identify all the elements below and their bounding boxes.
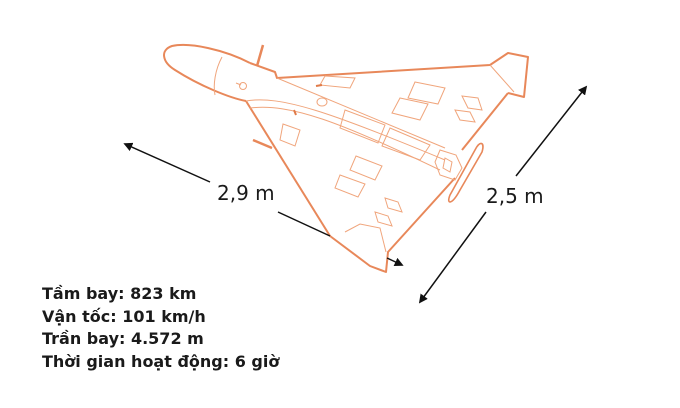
drone-outline (163, 43, 529, 273)
spec-range: Tầm bay: 823 km (42, 284, 197, 303)
length-label: 2,9 m (217, 181, 275, 205)
wingspan-label: 2,5 m (486, 184, 544, 208)
length-dimension-arrow (123, 142, 404, 267)
spec-ceiling: Trần bay: 4.572 m (42, 329, 204, 348)
wingspan-dimension-arrow (418, 85, 588, 304)
drone-details (213, 56, 515, 253)
specs-list: Tầm bay: 823 km Vận tốc: 101 km/h Trần b… (42, 283, 279, 373)
spec-endurance: Thời gian hoạt động: 6 giờ (42, 351, 280, 371)
drone-accent-marks (293, 84, 323, 116)
spec-speed: Vận tốc: 101 km/h (42, 306, 206, 326)
